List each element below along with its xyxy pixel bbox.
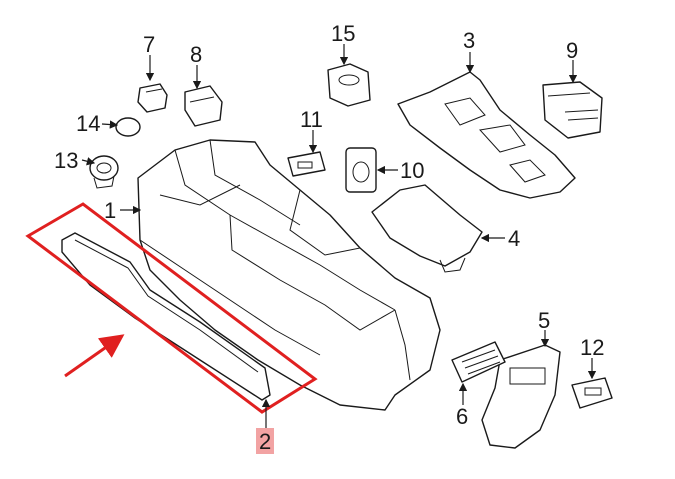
part-6-rear-vent xyxy=(451,341,506,383)
part-4-armrest-lid xyxy=(371,184,483,273)
part-13-power-socket xyxy=(89,155,119,189)
callout-12: 12 xyxy=(580,335,604,360)
callout-2-badge xyxy=(256,428,274,454)
part-14-clip xyxy=(115,117,141,137)
callout-6: 6 xyxy=(456,404,468,429)
callout-2: 2 xyxy=(259,429,271,454)
callout-3: 3 xyxy=(463,28,475,53)
callout-11: 11 xyxy=(300,107,323,132)
callout-1: 1 xyxy=(104,198,116,223)
callout-4: 4 xyxy=(508,226,520,251)
callout-9: 9 xyxy=(566,38,578,63)
callout-5: 5 xyxy=(538,308,550,333)
highlight-outline xyxy=(25,202,318,414)
highlight-arrow xyxy=(64,334,125,378)
callout-15: 15 xyxy=(331,21,355,46)
part-8-switch xyxy=(184,85,223,127)
part-7-switch xyxy=(137,83,168,113)
part-3-top-finisher xyxy=(397,71,576,199)
part-10-knob xyxy=(345,147,377,193)
part-11-switch-plate xyxy=(287,151,326,177)
callout-13: 13 xyxy=(54,148,78,173)
part-9-storage-box xyxy=(542,81,603,139)
part-1-console-body xyxy=(137,139,441,411)
callout-labels: 1 2 3 4 5 6 7 8 9 10 11 12 13 14 15 xyxy=(54,21,604,454)
part-15-shift-knob xyxy=(327,63,371,107)
callout-10: 10 xyxy=(400,158,424,183)
callout-7: 7 xyxy=(143,32,155,57)
part-12-usb-socket xyxy=(571,377,613,409)
part-5-rear-finisher xyxy=(481,344,561,449)
callout-14: 14 xyxy=(76,111,100,136)
part-2-side-panel xyxy=(61,232,271,401)
callout-8: 8 xyxy=(190,42,202,67)
leader-lines xyxy=(81,44,597,428)
